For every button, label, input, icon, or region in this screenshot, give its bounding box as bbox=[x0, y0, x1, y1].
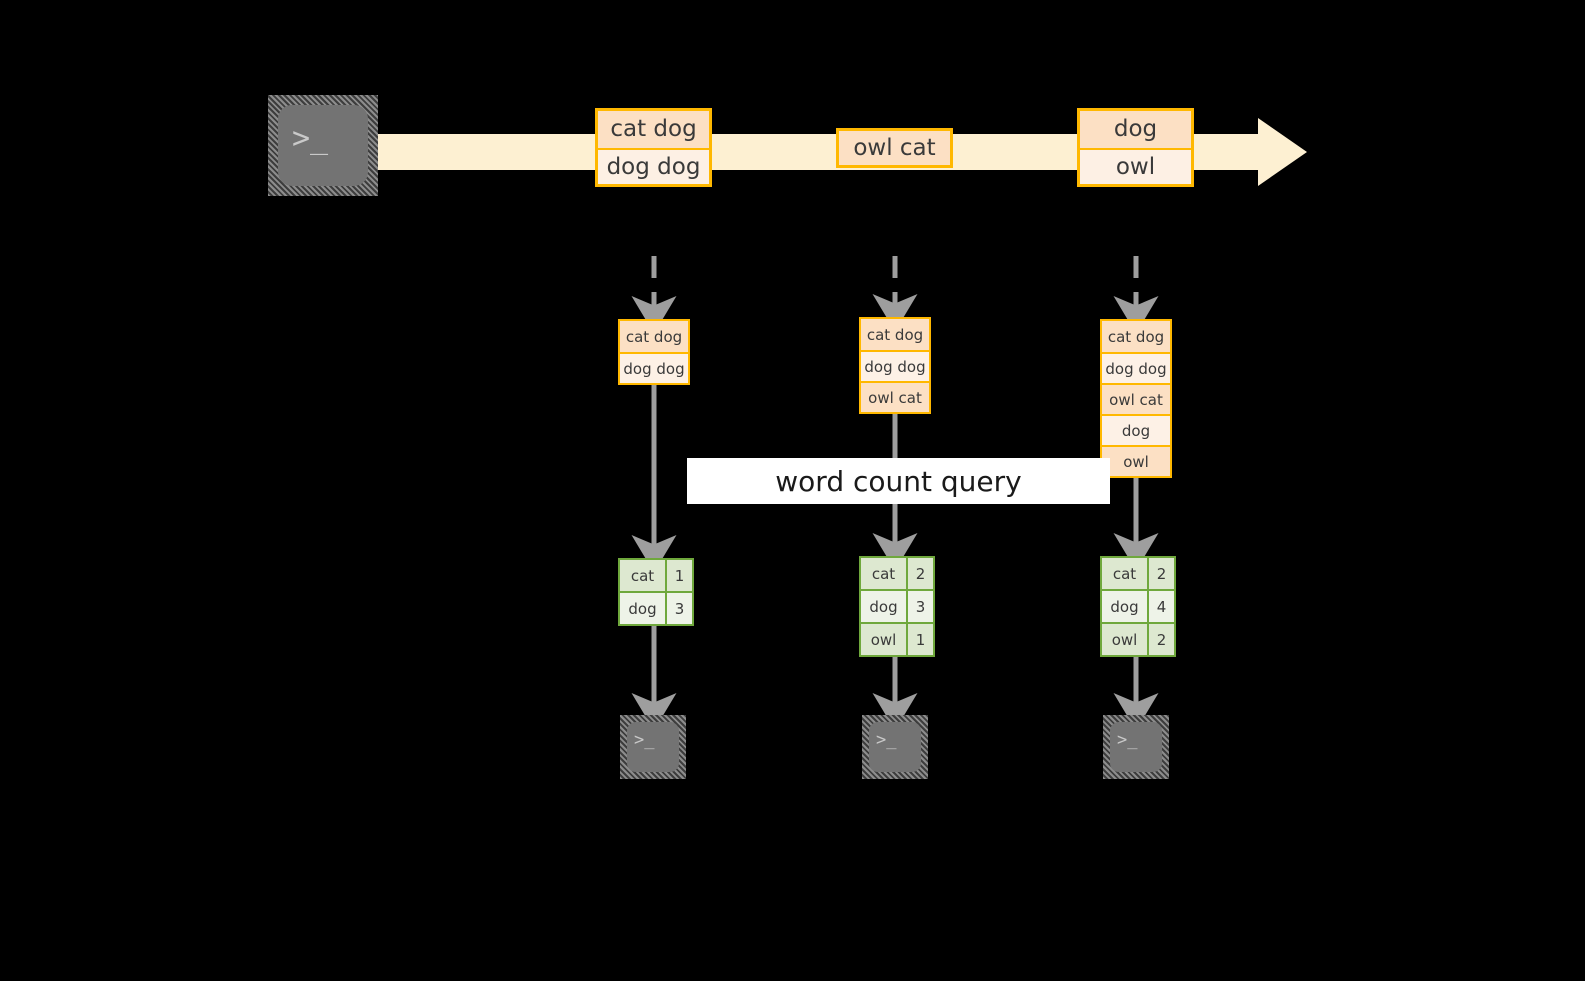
terminal-prompt-glyph: >_ bbox=[634, 730, 655, 750]
sink-terminal-2: >_ bbox=[862, 715, 928, 779]
stream-event-line: dog dog bbox=[598, 147, 709, 184]
snapshot-row: owl bbox=[1102, 445, 1170, 476]
result-word: cat bbox=[861, 558, 906, 589]
terminal-screen bbox=[627, 722, 679, 772]
result-word: cat bbox=[620, 560, 665, 591]
table-row: cat 2 bbox=[861, 558, 933, 589]
table-row: dog 3 bbox=[861, 589, 933, 622]
table-row: dog 3 bbox=[620, 591, 692, 624]
snapshot-3: cat dog dog dog owl cat dog owl bbox=[1100, 319, 1172, 478]
snapshot-row: cat dog bbox=[1102, 321, 1170, 352]
result-table-2: cat 2 dog 3 owl 1 bbox=[859, 556, 935, 657]
sink-terminal-1: >_ bbox=[620, 715, 686, 779]
stream-event-line: dog bbox=[1080, 111, 1191, 148]
stream-event-line: owl cat bbox=[839, 131, 950, 165]
result-count: 3 bbox=[906, 591, 933, 622]
result-table-3: cat 2 dog 4 owl 2 bbox=[1100, 556, 1176, 657]
result-table-1: cat 1 dog 3 bbox=[618, 558, 694, 626]
snapshot-row: owl cat bbox=[861, 381, 929, 412]
result-word: dog bbox=[620, 593, 665, 624]
result-word: owl bbox=[861, 624, 906, 655]
sink-terminal-3: >_ bbox=[1103, 715, 1169, 779]
table-row: cat 1 bbox=[620, 560, 692, 591]
result-count: 2 bbox=[1147, 558, 1174, 589]
stream-event-group-1: cat dog dog dog bbox=[595, 108, 712, 187]
snapshot-row: owl cat bbox=[1102, 383, 1170, 414]
terminal-screen bbox=[278, 105, 368, 186]
terminal-prompt-glyph: >_ bbox=[876, 730, 897, 750]
terminal-screen bbox=[1110, 722, 1162, 772]
terminal-prompt-glyph: >_ bbox=[1117, 730, 1138, 750]
table-row: dog 4 bbox=[1102, 589, 1174, 622]
terminal-prompt-glyph: >_ bbox=[292, 121, 329, 156]
snapshot-1: cat dog dog dog bbox=[618, 319, 690, 385]
snapshot-row: cat dog bbox=[861, 319, 929, 350]
result-count: 2 bbox=[1147, 624, 1174, 655]
result-count: 1 bbox=[665, 560, 692, 591]
stream-event-line: owl bbox=[1080, 147, 1191, 184]
stream-event-group-2: owl cat bbox=[836, 128, 953, 168]
terminal-screen bbox=[869, 722, 921, 772]
result-count: 4 bbox=[1147, 591, 1174, 622]
source-terminal-icon: >_ bbox=[268, 95, 378, 196]
result-count: 2 bbox=[906, 558, 933, 589]
result-count: 1 bbox=[906, 624, 933, 655]
snapshot-row: dog dog bbox=[1102, 352, 1170, 383]
sink-arrows bbox=[631, 624, 1159, 731]
result-word: cat bbox=[1102, 558, 1147, 589]
snapshot-row: dog bbox=[1102, 414, 1170, 445]
table-row: owl 2 bbox=[1102, 622, 1174, 655]
stream-event-line: cat dog bbox=[598, 111, 709, 148]
snapshot-row: dog dog bbox=[620, 352, 688, 383]
query-label-banner: word count query bbox=[687, 458, 1110, 504]
stream-tap-arrows bbox=[631, 256, 1159, 334]
stream-event-group-3: dog owl bbox=[1077, 108, 1194, 187]
snapshot-row: cat dog bbox=[620, 321, 688, 352]
snapshot-row: dog dog bbox=[861, 350, 929, 381]
result-word: dog bbox=[861, 591, 906, 622]
result-word: owl bbox=[1102, 624, 1147, 655]
snapshot-2: cat dog dog dog owl cat bbox=[859, 317, 931, 414]
table-row: cat 2 bbox=[1102, 558, 1174, 589]
table-row: owl 1 bbox=[861, 622, 933, 655]
result-count: 3 bbox=[665, 593, 692, 624]
result-word: dog bbox=[1102, 591, 1147, 622]
